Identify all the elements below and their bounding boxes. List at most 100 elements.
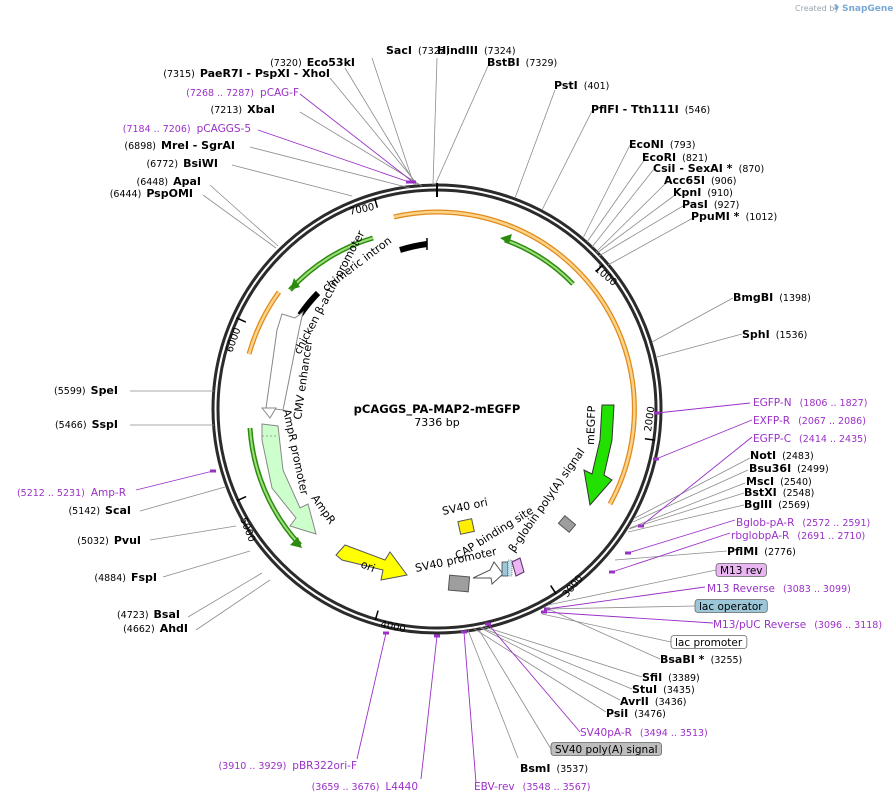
site-23[interactable]: KpnI(910) [673,186,733,199]
site-19[interactable]: EcoNI(793) [629,138,695,151]
primer-name: EGFP-N [753,397,792,409]
site-26[interactable]: BmgBI(1398) [733,291,811,304]
primer-4[interactable]: EXFP-R(2067 .. 2086) [753,415,866,427]
primer-site-marker [210,469,216,473]
site-37[interactable]: AvrII(3436) [620,695,687,708]
sv40-promoter-arrow[interactable] [472,561,504,585]
site-name: StuI [632,683,657,696]
site-name: XbaI [247,103,275,116]
primer-7[interactable]: rbglobpA-R(2691 .. 2710) [731,530,865,542]
site-30[interactable]: MscI(2540) [746,475,812,488]
site-7[interactable]: PspOMI(6444) [110,187,193,200]
primer-0[interactable]: pCAG-F(7268 .. 7287) [186,87,299,99]
site-leader-line [582,144,631,239]
site-leader-line [139,486,226,512]
site-22[interactable]: Acc65I (906) [664,174,737,187]
primer-position: (3659 .. 3676) [312,782,380,793]
site-12[interactable]: FspI(4884) [94,571,157,584]
site-name: FspI [131,571,157,584]
site-position: (5599) [54,386,86,397]
primer-6[interactable]: Bglob-pA-R(2572 .. 2591) [736,517,870,529]
site-36[interactable]: StuI(3435) [632,683,695,696]
site-1[interactable]: Eco53kI(7320) [270,56,355,69]
site-33[interactable]: PflMI(2776) [727,545,796,558]
primer-3[interactable]: EGFP-N (1806 .. 1827) [753,397,867,409]
primer-13[interactable]: EBV-rev(3548 .. 3567) [474,781,591,793]
site-35[interactable]: SfiI(3389) [642,671,700,684]
primer-11[interactable]: pBR322ori-F(3910 .. 3929) [218,760,357,772]
site-leader-line [629,482,746,529]
site-6[interactable]: ApaI(6448) [137,175,202,188]
site-2[interactable]: PaeR7I - PspXI - XhoI(7315) [163,67,330,80]
site-13[interactable]: BsaI(4723) [117,608,180,621]
ori-arrow[interactable] [335,544,408,581]
site-34[interactable]: BsaBI *(3255) [660,653,742,666]
site-position: (1012) [746,212,778,223]
insert-region-arc-fill [393,210,636,505]
site-name: BmgBI [733,291,773,304]
site-27[interactable]: SphI(1536) [742,328,807,341]
site-38[interactable]: PsiI(3476) [606,707,666,720]
primer-1[interactable]: pCAGGS-5(7184 .. 7206) [123,123,251,135]
site-31[interactable]: BstXI(2548) [744,486,814,499]
site-17[interactable]: PstI(401) [554,79,609,92]
site-5[interactable]: BsiWI(6772) [146,157,218,170]
ampr-arrow[interactable] [261,423,317,535]
site-leader-line [632,469,749,523]
site-3[interactable]: XbaI(7213) [211,103,275,116]
primer-9[interactable]: M13/pUC Reverse(3096 .. 3118) [713,619,882,631]
credit-brand: SnapGene [842,4,893,14]
site-name: Acc65I [664,174,705,187]
primer-10[interactable]: SV40pA-R(3494 .. 3513) [580,727,708,739]
feature-box-3[interactable]: SV40 poly(A) signal [550,742,662,757]
site-position: (401) [584,81,610,92]
primer-5[interactable]: EGFP-C(2414 .. 2435) [753,433,867,445]
site-10[interactable]: ScaI(5142) [68,504,131,517]
site-20[interactable]: EcoRI(821) [642,151,708,164]
site-24[interactable]: PasI(927) [682,198,739,211]
site-11[interactable]: PvuI(5032) [77,534,141,547]
megfp-arrow[interactable] [583,404,615,507]
site-29[interactable]: Bsu36I (2499) [749,462,829,475]
site-39[interactable]: BsmI(3537) [520,762,588,775]
site-position: (2483) [782,451,814,462]
site-position: (2499) [797,464,829,475]
primer-2[interactable]: Amp-R(5212 .. 5231) [17,487,126,499]
site-name: EcoRI [642,151,676,164]
site-position: (7324) [484,46,516,57]
site-15[interactable]: HindIII(7324) [437,44,516,57]
feature-leader-line [478,629,552,750]
site-25[interactable]: PpuMI *(1012) [691,210,777,223]
site-4[interactable]: MreI - SgrAI(6898) [124,139,235,152]
site-position: (910) [707,188,733,199]
primer-site-marker [638,524,644,528]
site-32[interactable]: BglII(2569) [744,498,810,511]
sv40-ori-box[interactable] [457,518,475,535]
site-14[interactable]: AhdI(4662) [123,622,188,635]
primer-position: (1806 .. 1827) [800,398,868,409]
site-28[interactable]: NotI(2483) [750,449,814,462]
lac-promoter-block [507,559,513,577]
site-position: (2776) [764,547,796,558]
site-name: MscI [746,475,774,488]
site-position: (6898) [124,141,156,152]
feature-box-0[interactable]: M13 rev [715,563,767,578]
site-name: Bsu36I [749,462,791,475]
site-16[interactable]: BstBI(7329) [487,56,557,69]
site-position: (906) [711,176,737,187]
site-21[interactable]: CsiI - SexAI *(870) [653,162,764,175]
feature-box-1[interactable]: lac operator [694,599,768,614]
site-9[interactable]: SspI(5466) [55,418,118,431]
tick-6000 [236,317,247,323]
primer-8[interactable]: M13 Reverse(3083 .. 3099) [707,583,851,595]
site-leader-line [432,57,438,186]
site-name: PaeR7I - PspXI - XhoI [200,67,330,80]
primer-position: (3910 .. 3929) [218,761,286,772]
primer-12[interactable]: L4440(3659 .. 3676) [312,781,418,793]
site-8[interactable]: SpeI(5599) [54,384,118,397]
feature-box-2[interactable]: lac promoter [670,635,748,650]
sv40-promoter-block[interactable] [447,574,471,593]
site-0[interactable]: SacI(7322) [386,44,450,57]
site-18[interactable]: PflFI - Tth111I(546) [591,103,710,116]
